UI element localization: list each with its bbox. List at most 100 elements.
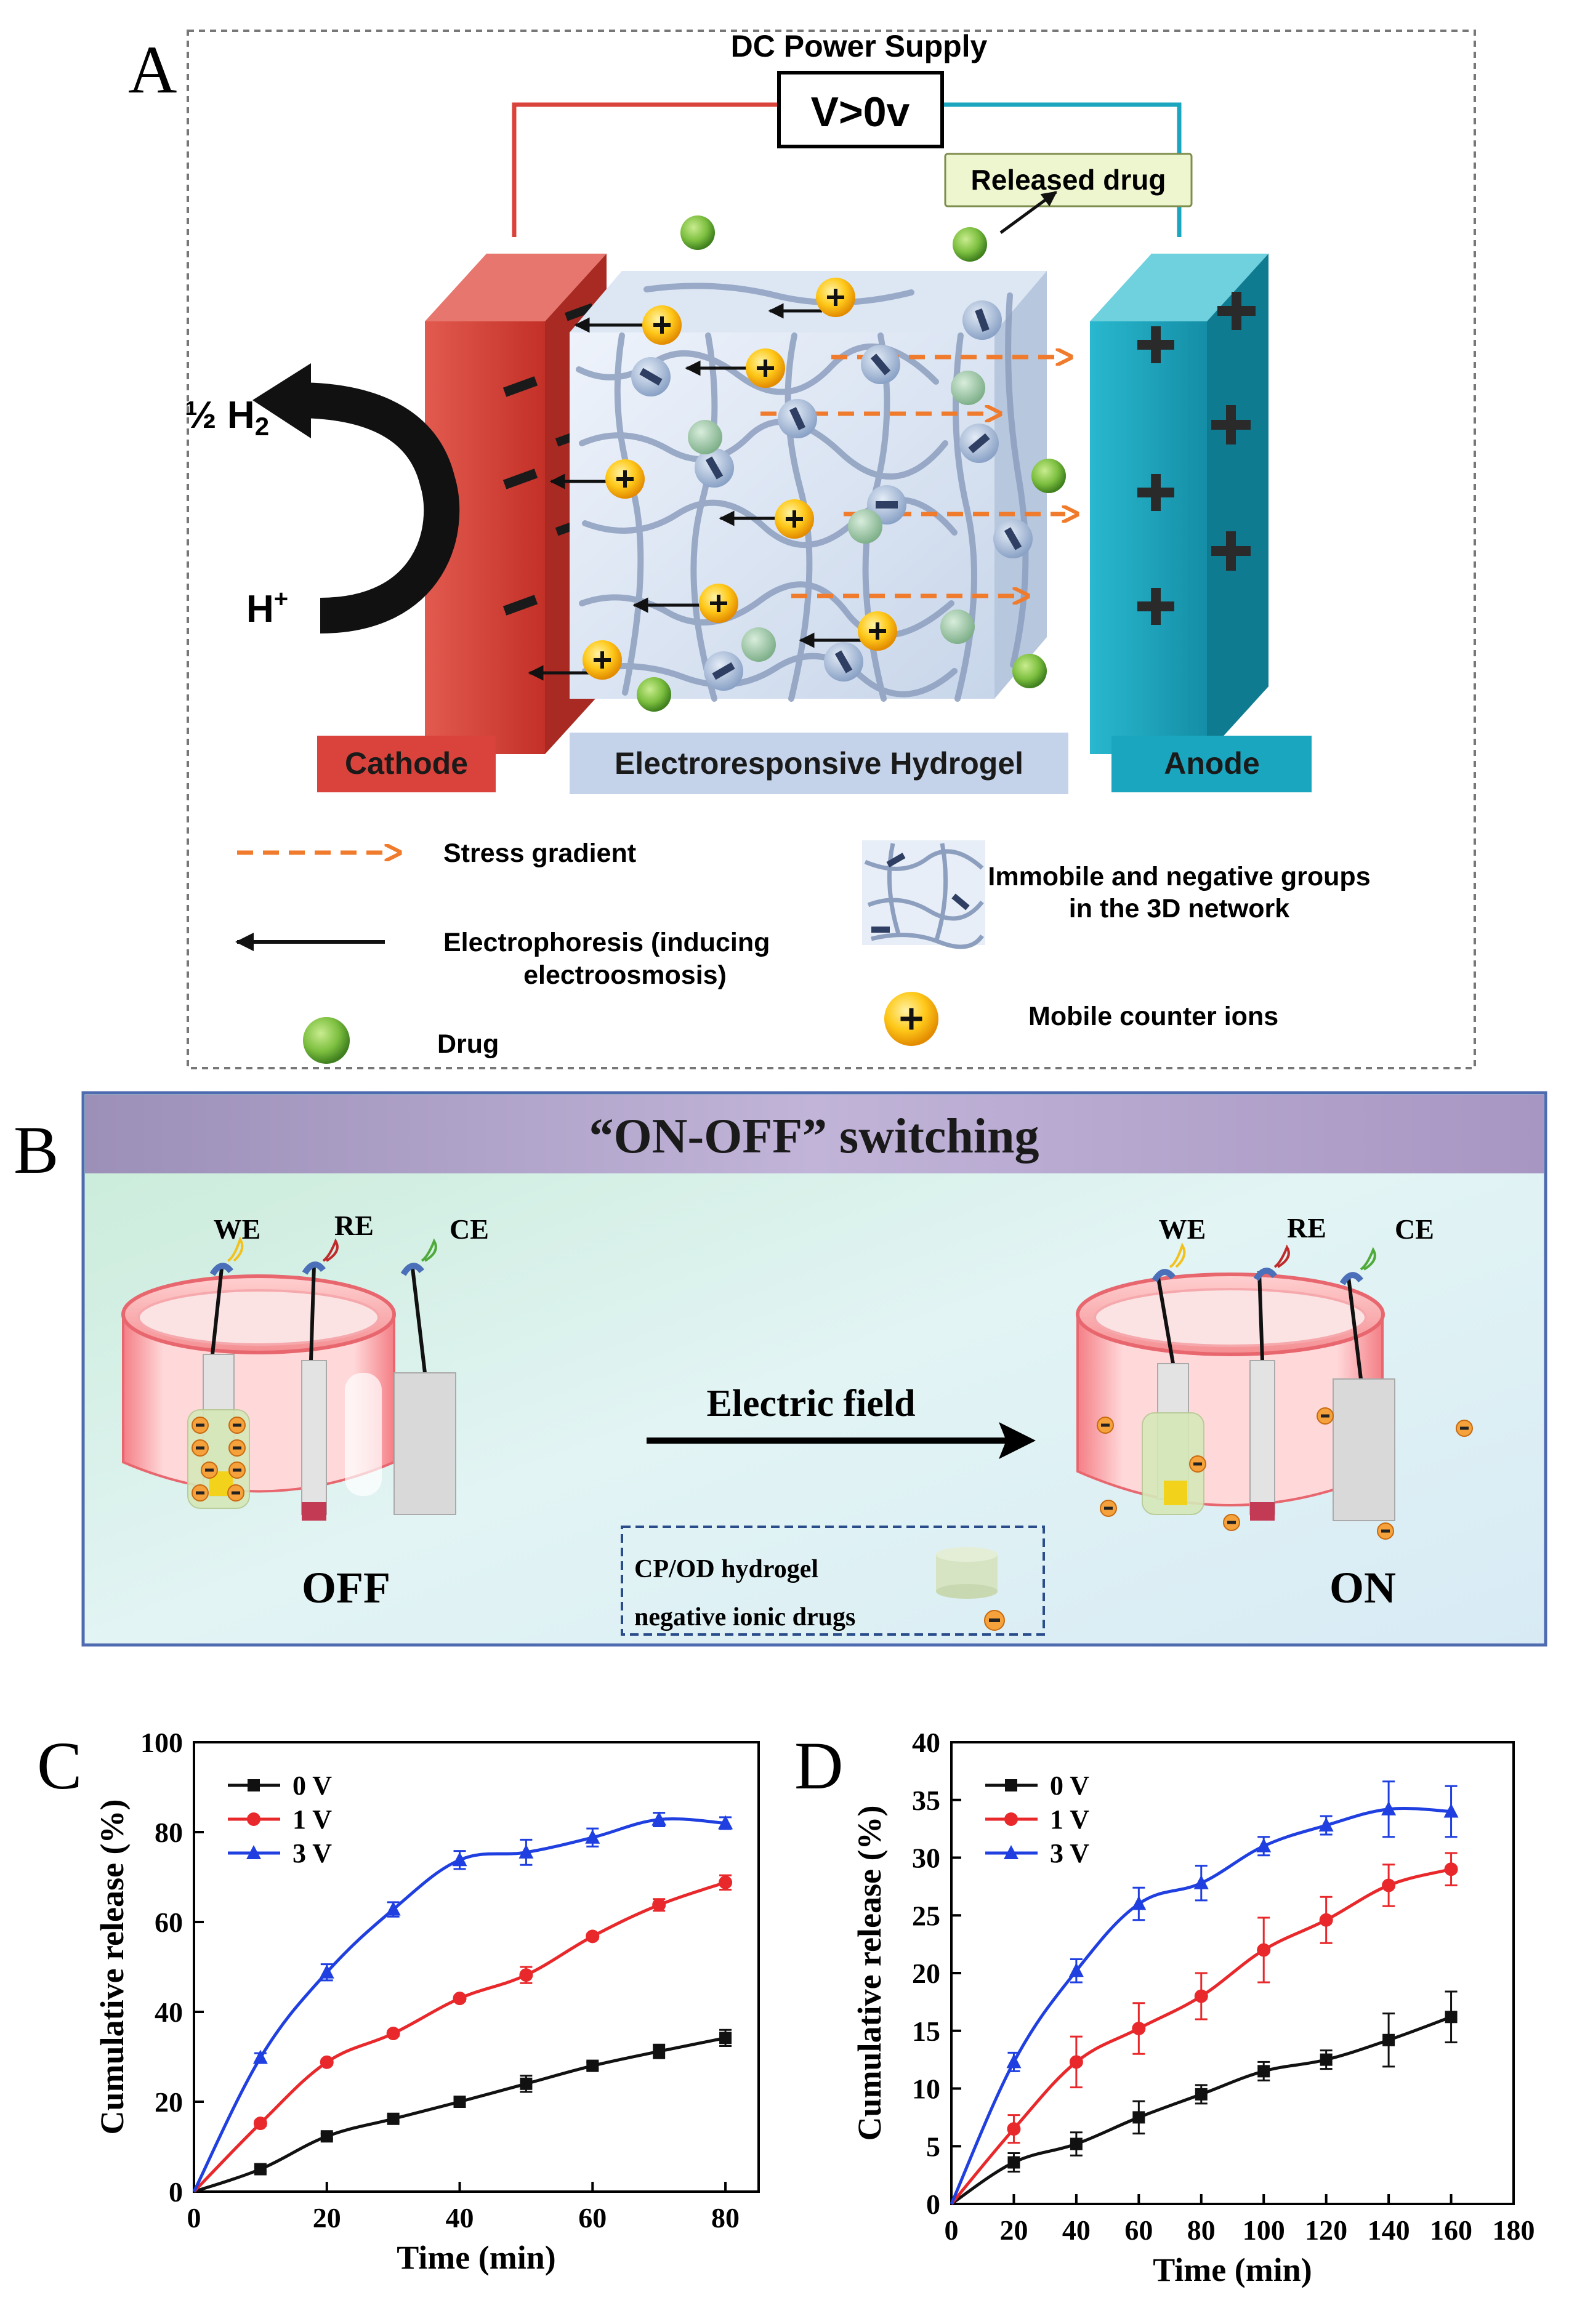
x-tick-label: 80 [711,2202,740,2234]
x-axis-label: Time (min) [1153,2251,1312,2288]
data-point [1195,2088,1208,2101]
mobile-counter-ions [583,278,897,680]
legend-drugs-label: negative ionic drugs [634,1603,855,1631]
data-point [1069,2055,1083,2069]
legend-ion-swatch [884,992,938,1046]
legend-marker [1005,1779,1017,1791]
chart-letter: D [794,1728,843,1803]
drug-particles [637,215,1066,712]
y-axis-label: Cumulative release (%) [851,1806,888,2141]
data-point [453,2096,466,2108]
legend-label: 0 V [292,1771,332,1801]
data-point [520,2077,533,2090]
negative-groups [631,300,1033,691]
legend-hydrogel-label: CP/OD hydrogel [634,1555,818,1583]
legend-label: 3 V [292,1838,332,1868]
x-tick-label: 80 [1187,2214,1216,2246]
data-point [651,1811,667,1826]
data-point [585,1829,600,1844]
on-drug-ions [1097,1407,1473,1540]
legend-marker [1004,1845,1018,1859]
legend-electrophoresis-label-2: electroosmosis) [523,960,727,990]
x-axis-label: Time (min) [397,2239,555,2276]
data-point [719,1875,733,1889]
x-tick-label: 40 [446,2202,474,2234]
off-re-label: RE [334,1210,374,1241]
y-tick-label: 20 [155,2086,183,2118]
y-axis-label: Cumulative release (%) [94,1799,131,2135]
y-tick-label: 5 [926,2131,940,2162]
half-h2-label: ½ H2 [185,394,269,441]
data-point [1257,1943,1271,1957]
off-drug-ions [192,1417,246,1502]
y-tick-label: 35 [912,1785,940,1816]
y-tick-label: 60 [155,1907,183,1938]
data-point [1194,1989,1208,2003]
on-label: ON [1329,1563,1396,1612]
y-tick-label: 15 [912,2016,940,2047]
data-point [1445,2011,1458,2024]
data-point [319,1964,334,1979]
released-drug-label: Released drug [971,164,1166,196]
data-point [1256,1838,1272,1852]
series-line [950,2015,1452,2206]
x-tick-label: 40 [1062,2214,1091,2246]
off-ce-label: CE [450,1213,489,1245]
panel-a-letter: A [128,32,177,107]
h-plus-label: H+ [246,585,288,630]
anode-label: Anode [1164,746,1260,781]
x-tick-label: 60 [578,2202,607,2234]
data-point [1070,2137,1083,2150]
y-tick-label: 20 [912,1958,940,1989]
legend: 0 V1 V3 V [985,1771,1089,1868]
anode-box [1111,736,1312,792]
released-drug-box [944,153,1193,207]
panel-b: B “ON-OFF” switching [14,1091,1547,1647]
cathode-label: Cathode [345,746,468,781]
hydrogel-box [570,733,1068,794]
legend-hydrogel-swatch [936,1547,998,1599]
data-point [320,2130,333,2143]
x-tick-label: 140 [1368,2214,1410,2246]
data-point [1007,2122,1021,2136]
y-tick-label: 100 [140,1727,183,1758]
y-tick-label: 30 [912,1843,940,1874]
data-point [586,1929,600,1944]
data-point [452,1852,467,1867]
data-point [387,2112,400,2125]
x-tick-label: 0 [945,2214,959,2246]
series-1v [950,1852,1458,2205]
voltage-label: V>0v [811,89,910,135]
panel-b-title-bar [85,1095,1544,1173]
legend-label: 1 V [292,1804,332,1835]
data-point [518,1844,534,1859]
beaker-on [1076,1242,1473,1540]
series-0v [950,1990,1458,2206]
panel-a-border [187,30,1476,1069]
data-point [1257,2065,1270,2078]
wire-to-cathode [512,102,779,237]
legend-drug-label: Drug [437,1029,499,1059]
h-plus-to-h2-arrow [295,382,460,633]
data-point [253,2117,267,2131]
chart-letter: C [37,1728,82,1803]
legend-immobile-label-1: Immobile and negative groups [988,862,1370,891]
x-tick-label: 20 [999,2214,1028,2246]
series-line [950,1867,1452,2205]
cathode-minus-signs [502,303,595,616]
y-tick-label: 10 [912,2073,940,2105]
series-3v [192,1811,733,2193]
panel-a: A DC Power Supply V>0v Released drug [128,29,1476,1069]
legend-stress-label: Stress gradient [443,838,636,868]
data-point [1318,1817,1334,1831]
electric-field-label: Electric field [706,1383,915,1425]
data-point [1132,2022,1146,2035]
legend-drug-swatch [303,1017,350,1064]
series-3v [950,1780,1459,2205]
data-point [1319,1913,1333,1927]
data-point [386,2027,400,2041]
data-point [1132,2111,1145,2124]
